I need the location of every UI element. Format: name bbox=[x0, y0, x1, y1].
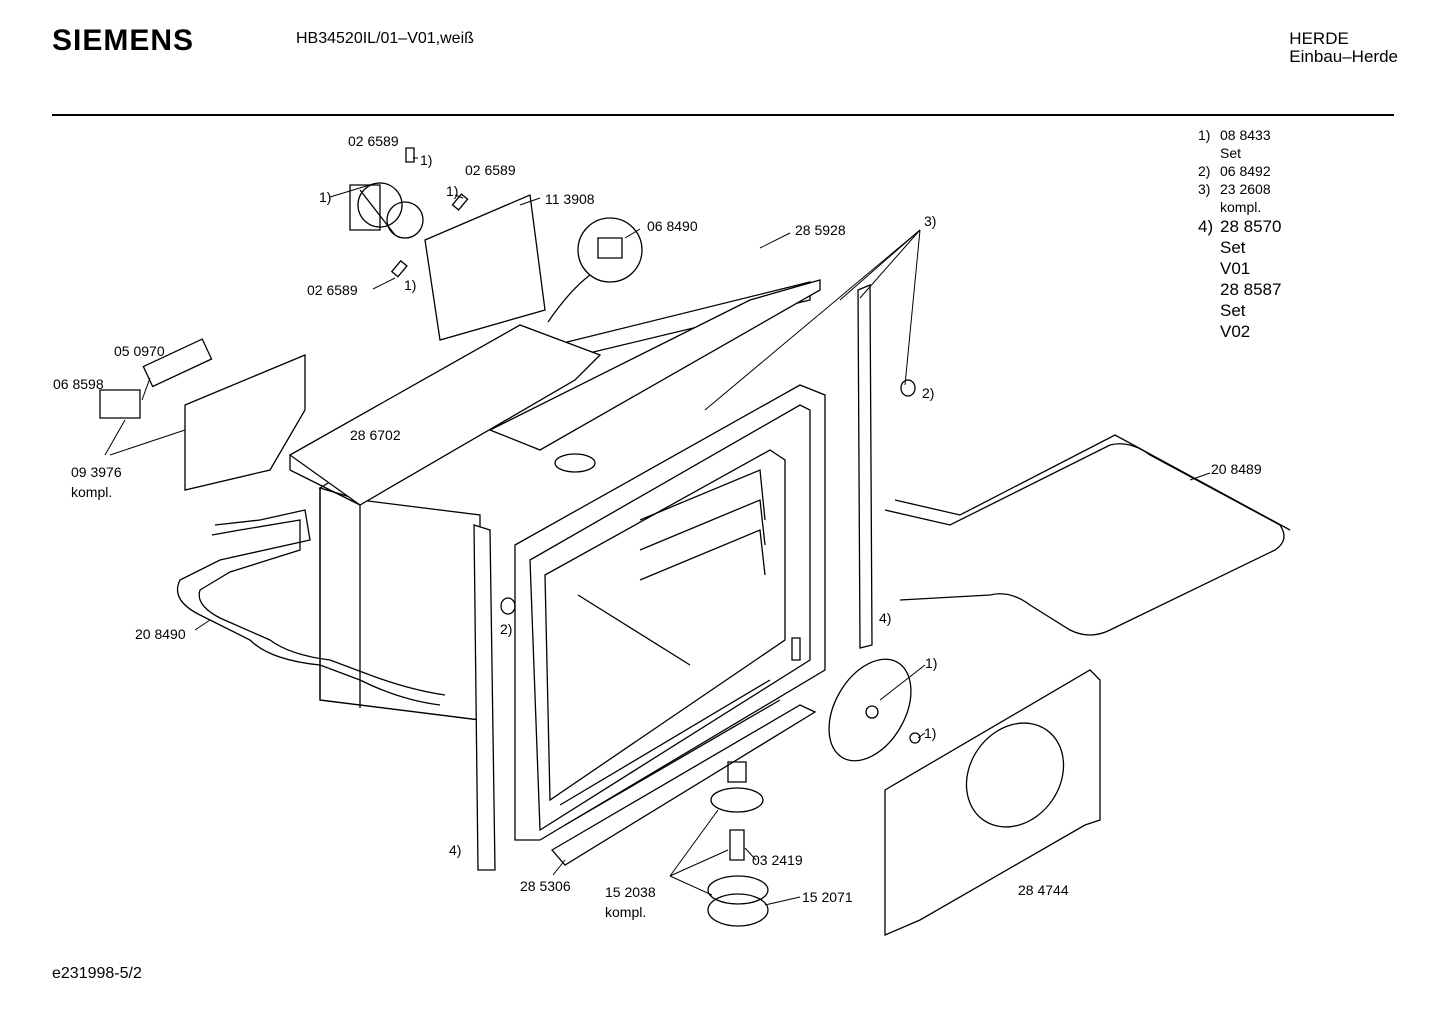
part-label: 28 6702 bbox=[350, 427, 401, 443]
part-label: 28 4744 bbox=[1018, 882, 1069, 898]
motor-plate bbox=[425, 195, 545, 340]
ref-label: 4) bbox=[449, 842, 462, 858]
top-cover-plate bbox=[290, 325, 600, 505]
category: HERDE bbox=[1289, 29, 1349, 48]
subcategory: Einbau–Herde bbox=[1289, 47, 1398, 66]
part-label: 20 8490 bbox=[135, 626, 186, 642]
legend-line: V02 bbox=[1220, 322, 1251, 341]
part-label: 28 5928 bbox=[795, 222, 846, 238]
legend-line: 06 8492 bbox=[1220, 163, 1271, 179]
part-label: 02 6589 bbox=[307, 282, 358, 298]
bottom-heating-element bbox=[178, 510, 446, 705]
side-strip-right bbox=[858, 285, 872, 648]
center-hole bbox=[555, 454, 595, 472]
part-label: 06 8490 bbox=[647, 218, 698, 234]
category-block: HERDE Einbau–Herde bbox=[1289, 30, 1398, 66]
part-label: 20 8489 bbox=[1211, 461, 1262, 477]
kompl-label: kompl. bbox=[605, 904, 647, 920]
ref-label: 4) bbox=[879, 610, 892, 626]
side-strip-left bbox=[474, 525, 495, 870]
frame-slot bbox=[792, 638, 800, 660]
socket-assembly bbox=[708, 762, 768, 926]
legend-item: 2) 06 8492 bbox=[1198, 162, 1281, 180]
switch bbox=[100, 390, 140, 418]
switch-bracket bbox=[185, 355, 305, 490]
ref-label: 1) bbox=[446, 183, 459, 199]
fan-wheel bbox=[812, 645, 928, 775]
ref-label: 1) bbox=[420, 152, 433, 168]
part-label: 11 3908 bbox=[545, 191, 595, 207]
part-label: 06 8598 bbox=[53, 376, 104, 392]
oven-front-frame bbox=[515, 385, 825, 840]
part-label: 15 2071 bbox=[802, 889, 853, 905]
rubber-stop bbox=[501, 598, 515, 614]
bulb bbox=[730, 830, 744, 860]
oven-rails bbox=[578, 470, 765, 665]
rear-fan-cover bbox=[885, 670, 1100, 935]
header-divider bbox=[52, 114, 1394, 116]
leader-lines bbox=[105, 158, 1210, 905]
legend-line: Set bbox=[1220, 238, 1246, 257]
part-label: 05 0970 bbox=[114, 343, 165, 359]
legend-line: kompl. bbox=[1220, 199, 1262, 215]
document-id: e231998-5/2 bbox=[52, 965, 142, 982]
legend-key: 2) bbox=[1198, 163, 1211, 179]
brand-logo: SIEMENS bbox=[52, 24, 195, 57]
part-label: 09 3976 bbox=[71, 464, 122, 480]
nut bbox=[910, 733, 920, 743]
legend-line: 08 8433 bbox=[1220, 127, 1271, 143]
legend-item: 3) 23 2608 kompl. bbox=[1198, 180, 1281, 216]
legend-line: 23 2608 bbox=[1220, 181, 1271, 197]
legend-line: Set bbox=[1220, 301, 1246, 320]
ref-label: 2) bbox=[922, 385, 935, 401]
legend-line: 28 8570 bbox=[1220, 217, 1282, 236]
clip bbox=[392, 261, 407, 277]
legend-line: 28 8587 bbox=[1220, 280, 1282, 299]
legend-line: Set bbox=[1220, 145, 1242, 161]
fan-motor bbox=[350, 183, 423, 238]
terminal-block bbox=[143, 339, 211, 386]
clip bbox=[452, 194, 467, 210]
rubber-stop bbox=[901, 380, 915, 396]
insulation-plate bbox=[490, 280, 820, 472]
legend-key: 1) bbox=[1198, 127, 1211, 143]
ref-label: 1) bbox=[924, 725, 937, 741]
legend-line: V01 bbox=[1220, 259, 1251, 278]
kompl-label: kompl. bbox=[71, 484, 113, 500]
ref-label: 2) bbox=[500, 621, 513, 637]
part-label: 02 6589 bbox=[348, 133, 399, 149]
part-label: 02 6589 bbox=[465, 162, 516, 178]
thermostat-callout bbox=[548, 218, 642, 322]
ref-label: 3) bbox=[924, 213, 937, 229]
part-label: 15 2038 bbox=[605, 884, 656, 900]
clip bbox=[406, 148, 414, 162]
part-label: 03 2419 bbox=[752, 852, 803, 868]
top-heating-element bbox=[885, 435, 1290, 635]
legend-item: 4) 28 8570 Set V01 28 8587 Set V02 bbox=[1198, 216, 1281, 342]
ring bbox=[708, 894, 768, 926]
model-number: HB34520IL/01–V01,weiß bbox=[296, 30, 474, 47]
ref-label: 1) bbox=[404, 277, 417, 293]
bottom-strip bbox=[552, 705, 815, 865]
legend-key: 3) bbox=[1198, 181, 1211, 197]
ref-label: 1) bbox=[925, 655, 938, 671]
ref-label: 1) bbox=[319, 189, 332, 205]
part-label: 28 5306 bbox=[520, 878, 571, 894]
legend-key: 4) bbox=[1198, 217, 1214, 236]
